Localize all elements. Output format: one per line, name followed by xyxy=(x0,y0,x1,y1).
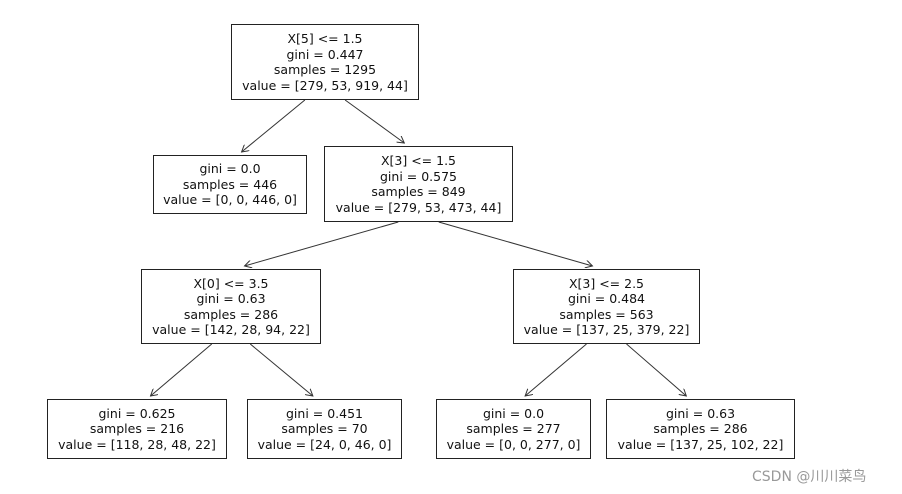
watermark: CSDN @川川菜鸟 xyxy=(752,469,867,485)
node-line: gini = 0.451 xyxy=(285,405,363,421)
edge-arrow xyxy=(525,343,587,396)
node-line: gini = 0.484 xyxy=(567,291,645,306)
node-line: value = [0, 0, 277, 0] xyxy=(446,436,581,452)
node-line: X[3] <= 1.5 xyxy=(380,153,457,168)
node-line: value = [279, 53, 473, 44] xyxy=(335,199,502,215)
node-line: gini = 0.447 xyxy=(286,46,364,62)
node-line: samples = 563 xyxy=(559,306,654,322)
node-line: samples = 849 xyxy=(371,184,466,199)
edge-arrow xyxy=(626,343,687,396)
node-line: value = [137, 25, 379, 22] xyxy=(523,322,690,337)
node-line: gini = 0.63 xyxy=(196,291,266,306)
node-line: X[0] <= 3.5 xyxy=(193,275,269,291)
node-line: samples = 286 xyxy=(653,421,748,437)
edge-arrow xyxy=(151,343,213,396)
edge-arrow xyxy=(249,343,313,396)
node-line: gini = 0.63 xyxy=(665,405,736,421)
node-line: gini = 0.625 xyxy=(98,405,176,421)
node-line: value = [0, 0, 446, 0] xyxy=(163,192,297,208)
node-line: value = [142, 28, 94, 22] xyxy=(152,322,310,337)
node-line: value = [24, 0, 46, 0] xyxy=(257,436,392,452)
edge-arrow xyxy=(344,99,404,143)
node-line: samples = 70 xyxy=(281,421,368,437)
edge-arrow xyxy=(245,221,399,266)
node-line: samples = 216 xyxy=(89,421,185,437)
node-line: gini = 0.0 xyxy=(482,405,545,421)
node-line: value = [118, 28, 48, 22] xyxy=(58,436,216,452)
node-line: value = [279, 53, 919, 44] xyxy=(242,77,408,93)
node-line: samples = 286 xyxy=(183,306,279,322)
node-line: value = [137, 25, 102, 22] xyxy=(617,436,784,452)
node-line: samples = 446 xyxy=(182,176,278,192)
edge-arrow xyxy=(242,99,306,152)
edge-arrow xyxy=(438,221,593,266)
node-line: X[3] <= 2.5 xyxy=(568,275,645,291)
node-line: X[5] <= 1.5 xyxy=(287,31,363,46)
node-line: samples = 277 xyxy=(466,421,561,437)
node-line: gini = 0.0 xyxy=(199,161,261,177)
node-line: gini = 0.575 xyxy=(379,168,457,184)
node-line: samples = 1295 xyxy=(273,62,377,77)
